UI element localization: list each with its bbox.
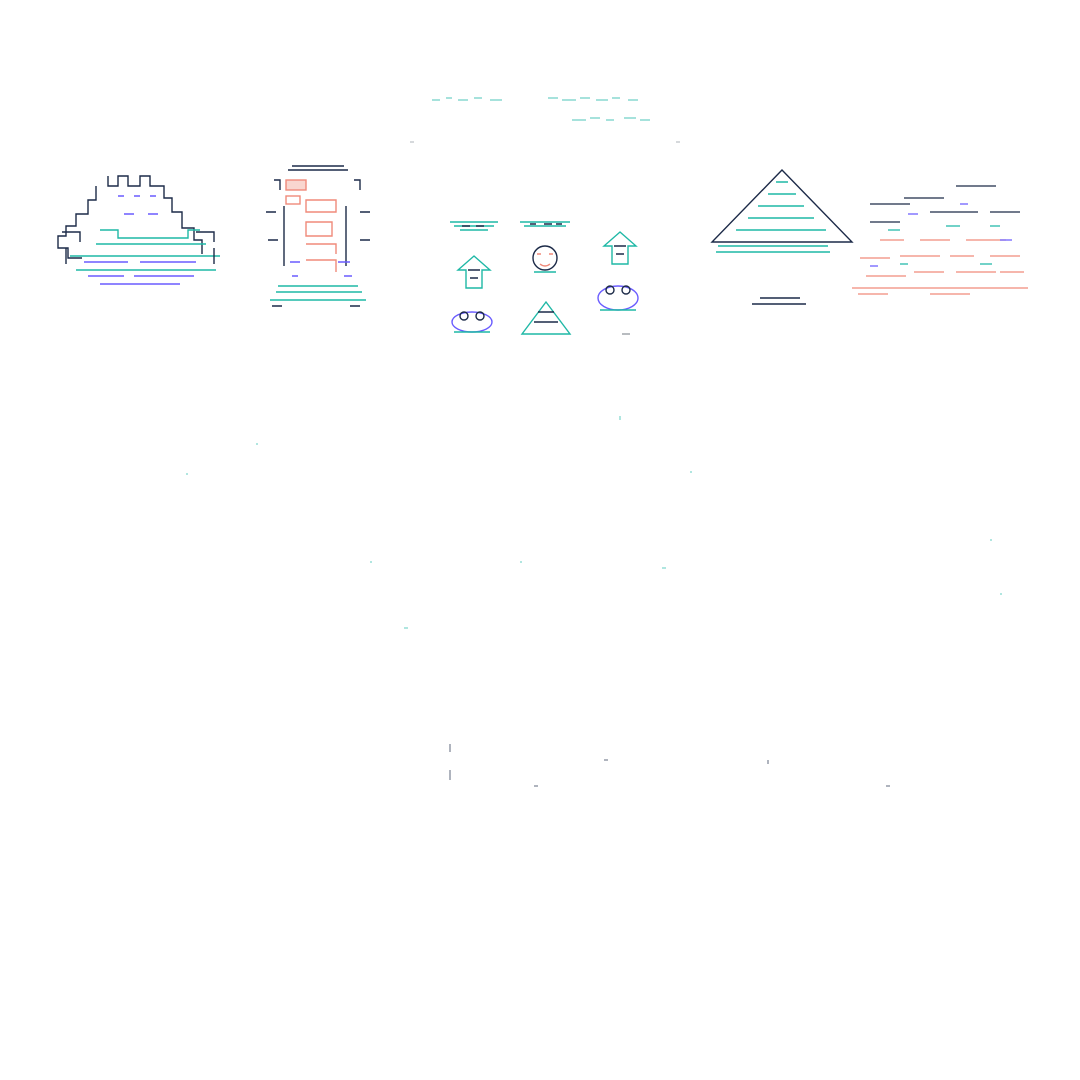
face-icon <box>532 245 558 273</box>
icon-sheet <box>450 221 639 335</box>
pyramid-sprite-icon <box>710 168 854 305</box>
castle-sprite-icon <box>57 175 220 285</box>
header-specks <box>410 97 680 143</box>
scatter-specks <box>186 416 1002 787</box>
frog-icon <box>597 285 639 311</box>
crowd-sprite-icon <box>852 185 1028 295</box>
frog-icon <box>451 311 493 333</box>
mountain-icon <box>520 300 572 335</box>
banner-icon <box>520 221 570 227</box>
arrow-up-icon <box>602 231 638 265</box>
arrow-up-icon <box>456 255 492 289</box>
shrine-sprite-icon <box>266 165 370 307</box>
banner-icon <box>450 221 498 231</box>
